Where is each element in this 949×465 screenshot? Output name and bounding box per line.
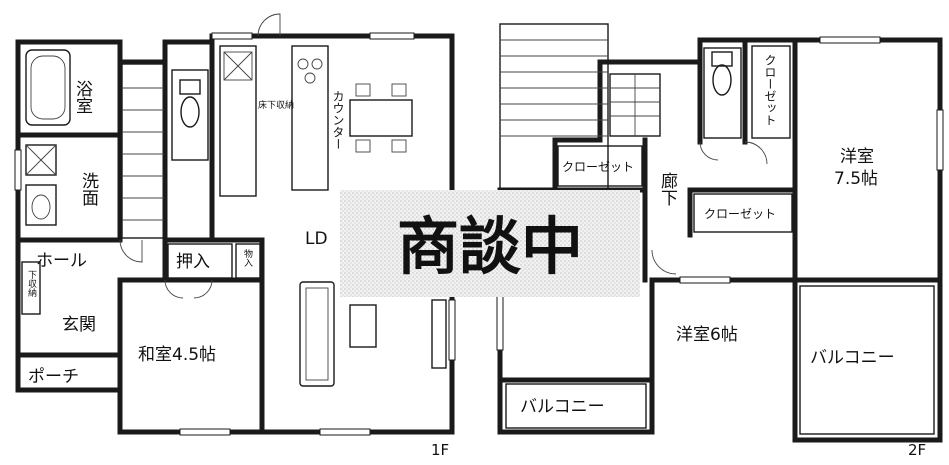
door-swing [164, 279, 184, 299]
closet-left [557, 145, 643, 187]
label-corridor: 廊下 [657, 172, 678, 206]
floor1-plan: 浴室 洗面 ホール 下収納 玄関 ポーチ 押入 物入 和室4.5帖 LD カウン… [14, 13, 456, 459]
floor1-label: 1F [431, 441, 449, 459]
kitchen-counter [291, 45, 329, 191]
fridge-space [223, 51, 253, 81]
door-swing [119, 239, 143, 263]
window [211, 32, 253, 40]
coffee-table [349, 304, 377, 348]
label-closet-left: クローゼット [562, 160, 634, 174]
fridge-mark [223, 51, 253, 81]
stamp-background [340, 190, 640, 297]
shoe-storage [21, 261, 41, 315]
label-bath: 浴室 [72, 80, 93, 114]
door-swing [651, 249, 677, 275]
toilet-tank [711, 51, 733, 67]
dining-table [349, 99, 413, 137]
tv-board [431, 299, 447, 369]
closet-top [751, 45, 791, 139]
door-swing [699, 141, 719, 161]
door-swing [193, 279, 213, 299]
stamp-text: 商談中 [397, 210, 583, 283]
window [936, 109, 944, 171]
label-balcony-right: バルコニー [810, 348, 895, 368]
bathtub-basin [30, 55, 66, 120]
toilet-room-2f [703, 47, 742, 139]
stairs-1f [121, 63, 165, 239]
window [448, 299, 456, 361]
stove-burner [304, 72, 316, 84]
balcony-right [799, 285, 935, 435]
kitchen-back-counter [219, 45, 257, 197]
label-porch: ポーチ [28, 367, 79, 387]
label-closet-mid: クローゼット [704, 207, 776, 221]
label-balcony-bottom: バルコニー [520, 397, 605, 417]
label-storage-under: 下収納 [26, 270, 37, 298]
label-western-large-2: 7.5帖 [834, 169, 878, 189]
bathtub [25, 49, 71, 126]
entry-door-swing [257, 13, 281, 37]
label-oshiire: 押入 [176, 252, 210, 272]
label-western-large-1: 洋室 [840, 147, 874, 167]
stove-burner [297, 58, 309, 70]
door-swing [744, 141, 768, 165]
window [14, 149, 22, 191]
storage-closet [235, 243, 261, 279]
sofa-seat [305, 287, 329, 381]
label-counter: カウンター [331, 90, 345, 150]
label-closet-top: クローゼット [763, 54, 777, 126]
label-washroom: 洗面 [78, 172, 99, 206]
toilet-bowl [712, 64, 732, 96]
label-under-floor: 床下収納 [258, 99, 294, 111]
negotiation-stamp: 商談中 [340, 190, 640, 297]
window [679, 276, 731, 284]
window [319, 428, 371, 436]
wash-basin [25, 184, 57, 226]
dining-chair [355, 83, 371, 97]
dining-chair [391, 139, 407, 153]
label-ld: LD [305, 229, 328, 249]
sink-bowl [31, 194, 51, 220]
toilet-tank [179, 79, 201, 95]
sofa [299, 281, 335, 387]
window [369, 32, 415, 40]
label-closet: 物入 [242, 248, 253, 267]
washing-machine-pan [25, 144, 57, 176]
stove-burner [311, 58, 323, 70]
label-hall: ホール [36, 251, 87, 271]
toilet-bowl [180, 96, 200, 128]
pan-mark [25, 144, 57, 176]
window [179, 428, 231, 436]
balcony-bottom [505, 383, 647, 429]
oshiire-closet [167, 243, 233, 279]
dining-chair [355, 139, 371, 153]
floor2-label: 2F [908, 441, 926, 459]
window [496, 289, 504, 351]
label-western-small: 洋室6帖 [676, 325, 738, 345]
closet-mid [693, 193, 793, 233]
stairs-2f [609, 73, 661, 137]
floor2-plan: クローゼット クローゼット クローゼット 廊下 洋室 7.5帖 洋室6帖 バルコ… [496, 23, 944, 459]
toilet-room-1f [171, 69, 209, 161]
lower-roof-stripes [499, 23, 609, 191]
label-entrance: 玄関 [62, 315, 96, 335]
window [819, 36, 881, 44]
dining-chair [391, 83, 407, 97]
label-japanese-room: 和室4.5帖 [138, 345, 216, 365]
